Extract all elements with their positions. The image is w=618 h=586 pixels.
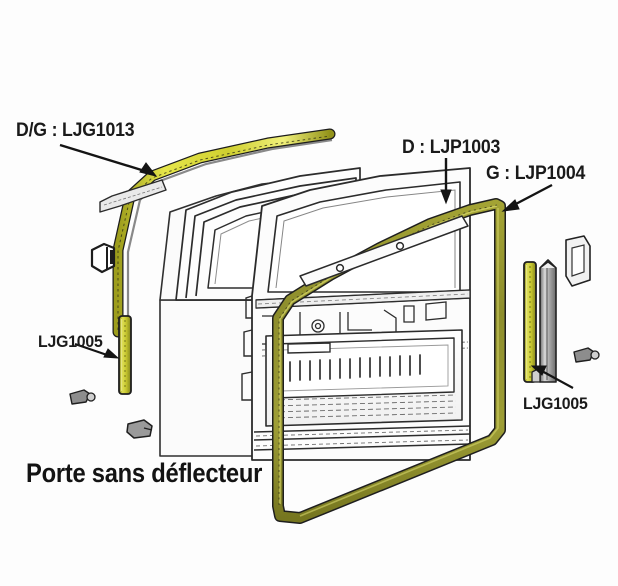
right-parts-group [523, 235, 600, 383]
grommet-plug [90, 242, 116, 274]
door-trim-recess [265, 329, 463, 427]
arrow-ljp1004 [501, 183, 553, 212]
screw-left-upper [69, 389, 96, 405]
label-ljp1003: D : LJP1003 [402, 137, 501, 158]
rectangular-clip [565, 235, 591, 287]
label-ljg1005-right: LJG1005 [523, 394, 588, 413]
label-ljg1005-left: LJG1005 [38, 332, 103, 351]
metal-channel-strip [531, 259, 557, 383]
diagram-caption: Porte sans déflecteur [26, 458, 263, 488]
label-ljp1004: G : LJP1004 [486, 163, 586, 184]
label-ljg1013: D/G : LJG1013 [16, 120, 135, 141]
leader-arrows [59, 143, 574, 389]
arrow-ljg1013 [59, 143, 158, 177]
arrow-ljg1005-left [74, 342, 120, 359]
seal-ljg1005-left [118, 315, 132, 395]
upper-body-rail [299, 215, 469, 287]
seal-ljp1003-ljp1004 [272, 198, 506, 524]
screw-right [573, 347, 600, 363]
frame-tail-left-hatch [103, 186, 163, 206]
clip-left-lower [126, 419, 153, 439]
seal-ljg1005-right [523, 261, 537, 383]
arrow-ljg1005-right [530, 365, 574, 389]
arrow-ljp1003 [440, 158, 452, 205]
